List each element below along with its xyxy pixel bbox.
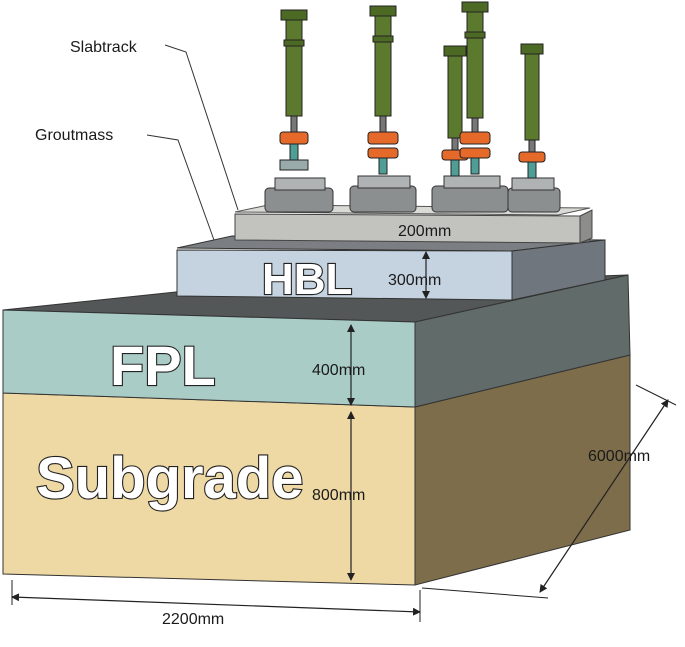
width-dimension-line: [11, 593, 421, 616]
length-dimension-label: 6000mm: [588, 448, 650, 465]
fpl-thickness-label: 400mm: [312, 362, 365, 379]
actuators: [279, 1, 546, 179]
length-extension-bottom: [421, 587, 549, 599]
rail-base: [507, 187, 561, 213]
hydraulic-actuator: [441, 45, 469, 177]
rail-base: [349, 185, 417, 213]
hbl-layer: [176, 235, 606, 301]
rail-base: [264, 187, 334, 213]
fpl-label: FPL: [110, 334, 216, 397]
hbl-thickness-label: 300mm: [388, 272, 441, 289]
hbl-label: HBL: [262, 255, 352, 304]
width-dimension-label: 2200mm: [162, 611, 224, 628]
slabtrack-label: Slabtrack: [70, 39, 138, 56]
rail-base: [431, 185, 509, 213]
slabtrack-leader: [164, 44, 239, 211]
hydraulic-actuator: [459, 1, 491, 175]
rail-head: [357, 175, 411, 189]
groutmass-label: Groutmass: [35, 127, 113, 144]
groutmass-leader: [146, 134, 215, 241]
hydraulic-actuator: [518, 43, 546, 179]
length-dimension-line: [539, 399, 669, 593]
slab-thickness-label: 200mm: [398, 223, 451, 240]
subgrade-thickness-label: 800mm: [312, 487, 365, 504]
hydraulic-actuator: [279, 9, 309, 171]
rail-head: [274, 177, 326, 191]
rail-supports: [264, 175, 561, 213]
length-extension-top: [635, 384, 677, 406]
rail-head: [511, 177, 555, 191]
hbl-side-face: [511, 239, 606, 301]
slab-side-face: [579, 209, 593, 244]
rail-head: [443, 175, 501, 189]
subgrade-label: Subgrade: [36, 446, 304, 511]
hydraulic-actuator: [367, 5, 399, 175]
